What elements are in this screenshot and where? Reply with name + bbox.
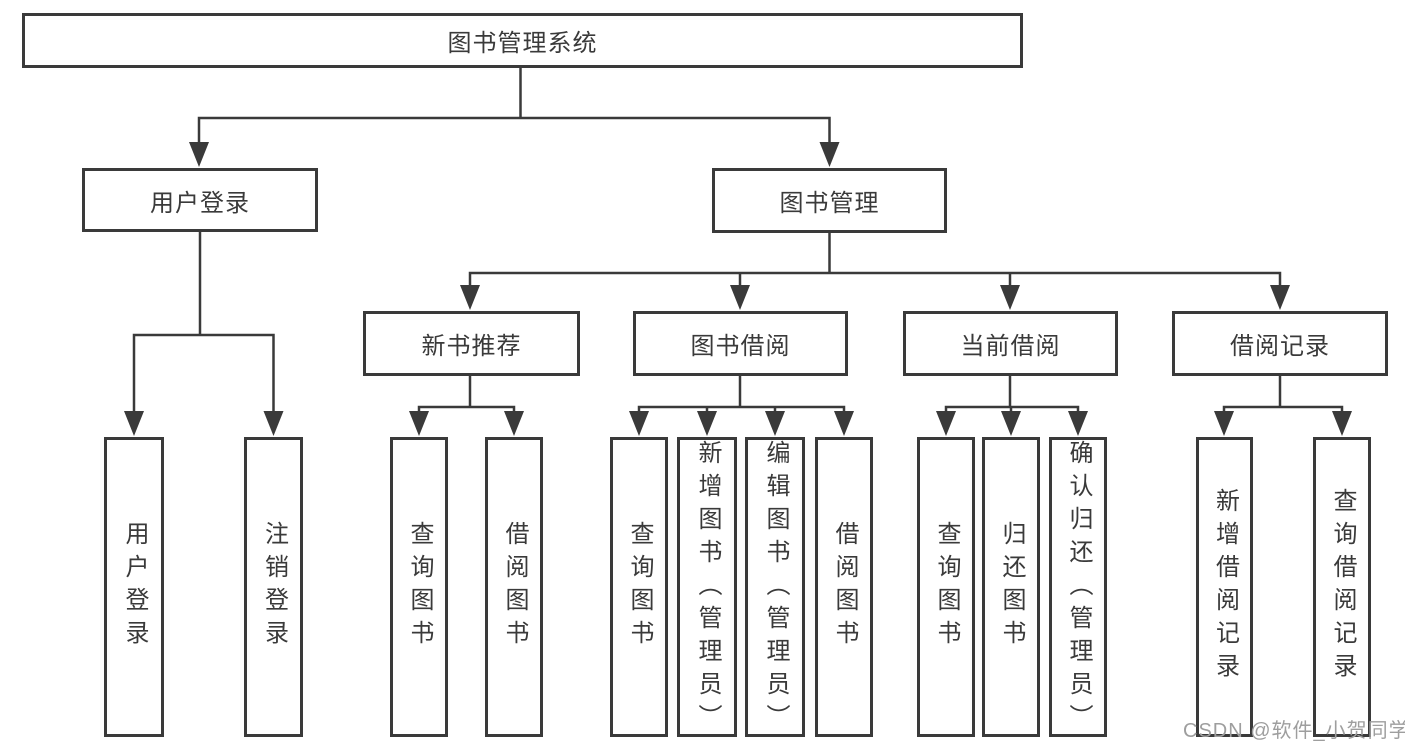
arrowhead [1068,411,1088,436]
node-root: 图书管理系统 [22,13,1023,68]
node-label: 查询图书 [933,521,960,653]
node-label: 确认归还（管理员） [1065,440,1092,737]
connector-newbook-to-leaves [417,374,516,417]
node-label: 用户登录 [121,521,148,653]
connector-borrowing-to-leaves [637,374,846,417]
arrowhead [834,411,854,436]
node-label: 图书管理系统 [447,30,598,57]
node-new-book-recommendation: 新书推荐 [363,311,580,376]
node-label: 新增借阅记录 [1211,488,1239,686]
node-leaf-user-login: 用户登录 [104,437,164,737]
node-label: 查询图书 [406,521,433,653]
node-label: 新书推荐 [421,333,522,360]
arrowhead [819,142,840,167]
node-book-borrowing: 图书借阅 [633,311,848,376]
arrowhead [697,411,717,436]
node-label: 查询借阅记录 [1329,488,1356,686]
node-label: 当前借阅 [960,333,1061,360]
node-leaf-add-borrow-record: 新增借阅记录 [1196,437,1253,737]
node-leaf-logout: 注销登录 [244,437,303,737]
arrowhead [1001,411,1021,436]
node-current-borrowing: 当前借阅 [903,311,1118,376]
node-leaf-add-books-admin: 新增图书（管理员） [677,437,737,737]
arrowhead [1332,411,1352,436]
arrowhead [409,411,429,436]
node-leaf-edit-books-admin: 编辑图书（管理员） [745,437,805,737]
arrowhead [765,411,785,436]
node-user-login-branch: 用户登录 [82,168,318,232]
arrowhead [263,411,284,436]
csdn-watermark: CSDN @软件_小贺同学 [1183,720,1405,742]
node-leaf-borrow-books-1: 借阅图书 [485,437,543,737]
node-leaf-query-books-1: 查询图书 [390,437,448,737]
arrowhead [189,142,209,167]
connector-root-to-branches [197,66,831,148]
node-label: 归还图书 [998,521,1025,653]
node-label: 图书借阅 [690,333,791,360]
arrowhead [1270,285,1290,310]
node-label: 注销登录 [260,521,288,653]
node-book-management: 图书管理 [712,168,947,233]
arrowhead [504,411,524,436]
arrowhead [1000,285,1020,310]
node-label: 编辑图书（管理员） [762,440,789,737]
node-label: 新增图书（管理员） [694,440,721,737]
node-label: 用户登录 [150,189,250,217]
node-label: 图书管理 [779,190,880,217]
node-leaf-borrow-books-2: 借阅图书 [815,437,873,737]
node-leaf-confirm-return-admin: 确认归还（管理员） [1049,437,1107,737]
node-label: 查询图书 [626,521,653,653]
connector-records-to-leaves [1222,374,1344,417]
node-label: 借阅图书 [831,521,858,653]
arrowhead [730,285,750,310]
node-label: 借阅图书 [501,521,528,653]
node-label: 借阅记录 [1230,333,1330,360]
connector-bookmgmt-to-sections [468,231,1282,291]
node-leaf-query-borrow-record: 查询借阅记录 [1313,437,1371,737]
node-borrowing-records: 借阅记录 [1172,311,1388,376]
arrowhead [1214,411,1234,436]
arrowhead [936,411,956,436]
connector-current-to-leaves [944,374,1080,417]
arrowhead [629,411,649,436]
connector-userlogin-to-leaves [132,230,275,417]
node-leaf-return-books: 归还图书 [982,437,1040,737]
node-leaf-query-books-3: 查询图书 [917,437,975,737]
node-leaf-query-books-2: 查询图书 [610,437,668,737]
arrowhead [124,411,144,436]
arrowhead [460,285,480,310]
